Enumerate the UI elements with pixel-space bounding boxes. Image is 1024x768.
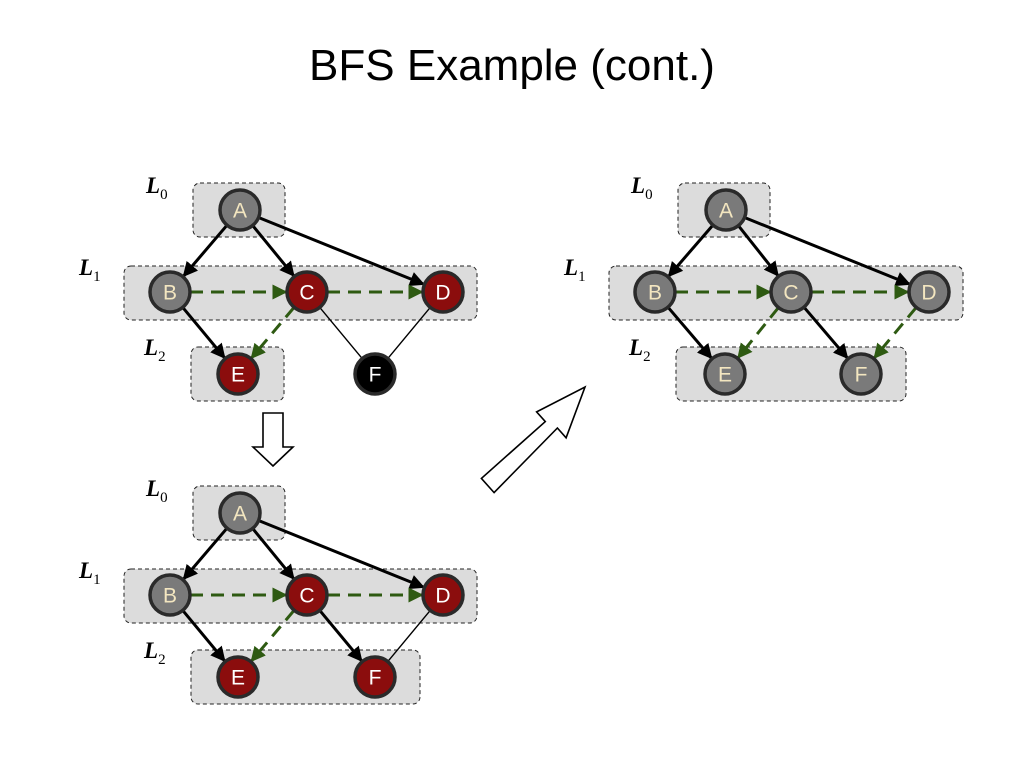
level-label-1: L1 <box>78 558 101 588</box>
discovery-edge-A-D <box>257 216 425 287</box>
node-F: F <box>353 655 397 699</box>
node-C: C <box>285 270 329 314</box>
unexplored-edge-D-F <box>387 609 431 662</box>
discovery-edge-A-C <box>737 224 780 277</box>
node-D: D <box>907 270 951 314</box>
node-C: C <box>769 270 813 314</box>
node-D-label: D <box>435 282 450 305</box>
unexplored-edge-D-F <box>387 306 431 359</box>
diagonal-arrow-icon <box>480 385 587 494</box>
node-B-label: B <box>163 282 177 305</box>
discovery-edge-A-D <box>743 216 911 287</box>
level-label-0: L0 <box>630 173 653 203</box>
node-B: B <box>148 573 192 617</box>
node-E: E <box>703 352 747 396</box>
node-A-circle <box>218 188 262 232</box>
edges <box>181 519 431 663</box>
node-C-circle <box>769 270 813 314</box>
node-E-circle <box>703 352 747 396</box>
node-C-circle <box>285 573 329 617</box>
level-label-0: L0 <box>145 173 168 203</box>
node-F-circle <box>353 655 397 699</box>
discovery-edge-C-F <box>802 306 849 360</box>
node-B-circle <box>148 270 192 314</box>
node-B: B <box>633 270 677 314</box>
node-F-circle <box>839 352 883 396</box>
level-label-1: L1 <box>78 255 101 285</box>
node-D-circle <box>907 270 951 314</box>
edges <box>666 216 918 360</box>
node-F-label: F <box>369 667 382 690</box>
discovery-edge-C-F <box>318 609 363 662</box>
node-E-label: E <box>231 667 245 690</box>
cross-edge-D-F <box>873 306 918 359</box>
level-label-2: L2 <box>628 335 651 365</box>
node-B-circle <box>148 573 192 617</box>
node-F-circle <box>353 352 397 396</box>
node-F: F <box>839 352 883 396</box>
node-D: D <box>421 270 465 314</box>
node-A-circle <box>704 188 748 232</box>
node-A: A <box>704 188 748 232</box>
node-D: D <box>421 573 465 617</box>
discovery-edge-B-E <box>666 306 713 360</box>
node-B-circle <box>633 270 677 314</box>
edges <box>181 216 431 360</box>
node-B-label: B <box>163 585 177 608</box>
node-E-circle <box>216 655 260 699</box>
node-A: A <box>218 491 262 535</box>
down-arrow-icon <box>250 412 296 468</box>
discovery-edge-A-B <box>182 224 229 278</box>
node-A-label: A <box>233 503 247 526</box>
discovery-edge-A-B <box>667 224 715 278</box>
unexplored-edge-C-F <box>319 306 363 359</box>
level-label-0: L0 <box>145 476 168 506</box>
node-E-circle <box>216 352 260 396</box>
level-label-2: L2 <box>143 335 166 365</box>
level-label-1: L1 <box>563 255 586 285</box>
node-C-label: C <box>299 282 314 305</box>
cross-edge-C-E <box>250 306 296 360</box>
node-C: C <box>285 573 329 617</box>
discovery-edge-B-E <box>181 609 226 662</box>
level-label-2: L2 <box>143 638 166 668</box>
node-C-circle <box>285 270 329 314</box>
node-C-label: C <box>783 282 798 305</box>
node-F: F <box>353 352 397 396</box>
node-E-label: E <box>718 364 732 387</box>
node-A: A <box>218 188 262 232</box>
node-B: B <box>148 270 192 314</box>
cross-edge-C-E <box>250 609 296 663</box>
discovery-edge-A-D <box>257 519 425 590</box>
node-F-label: F <box>855 364 868 387</box>
node-B-label: B <box>648 282 662 305</box>
node-D-label: D <box>435 585 450 608</box>
cross-edge-C-E <box>736 306 780 359</box>
node-E-label: E <box>231 364 245 387</box>
discovery-edge-A-B <box>182 527 229 581</box>
node-A-circle <box>218 491 262 535</box>
node-C-label: C <box>299 585 314 608</box>
node-E: E <box>216 352 260 396</box>
discovery-edge-B-E <box>181 306 226 359</box>
node-A-label: A <box>233 200 247 223</box>
discovery-edge-A-C <box>251 527 295 580</box>
node-E: E <box>216 655 260 699</box>
node-D-circle <box>421 270 465 314</box>
slide-title: BFS Example (cont.) <box>309 41 715 90</box>
discovery-edge-A-C <box>251 224 295 277</box>
node-D-circle <box>421 573 465 617</box>
node-D-label: D <box>921 282 936 305</box>
node-A-label: A <box>719 200 733 223</box>
node-F-label: F <box>369 364 382 387</box>
